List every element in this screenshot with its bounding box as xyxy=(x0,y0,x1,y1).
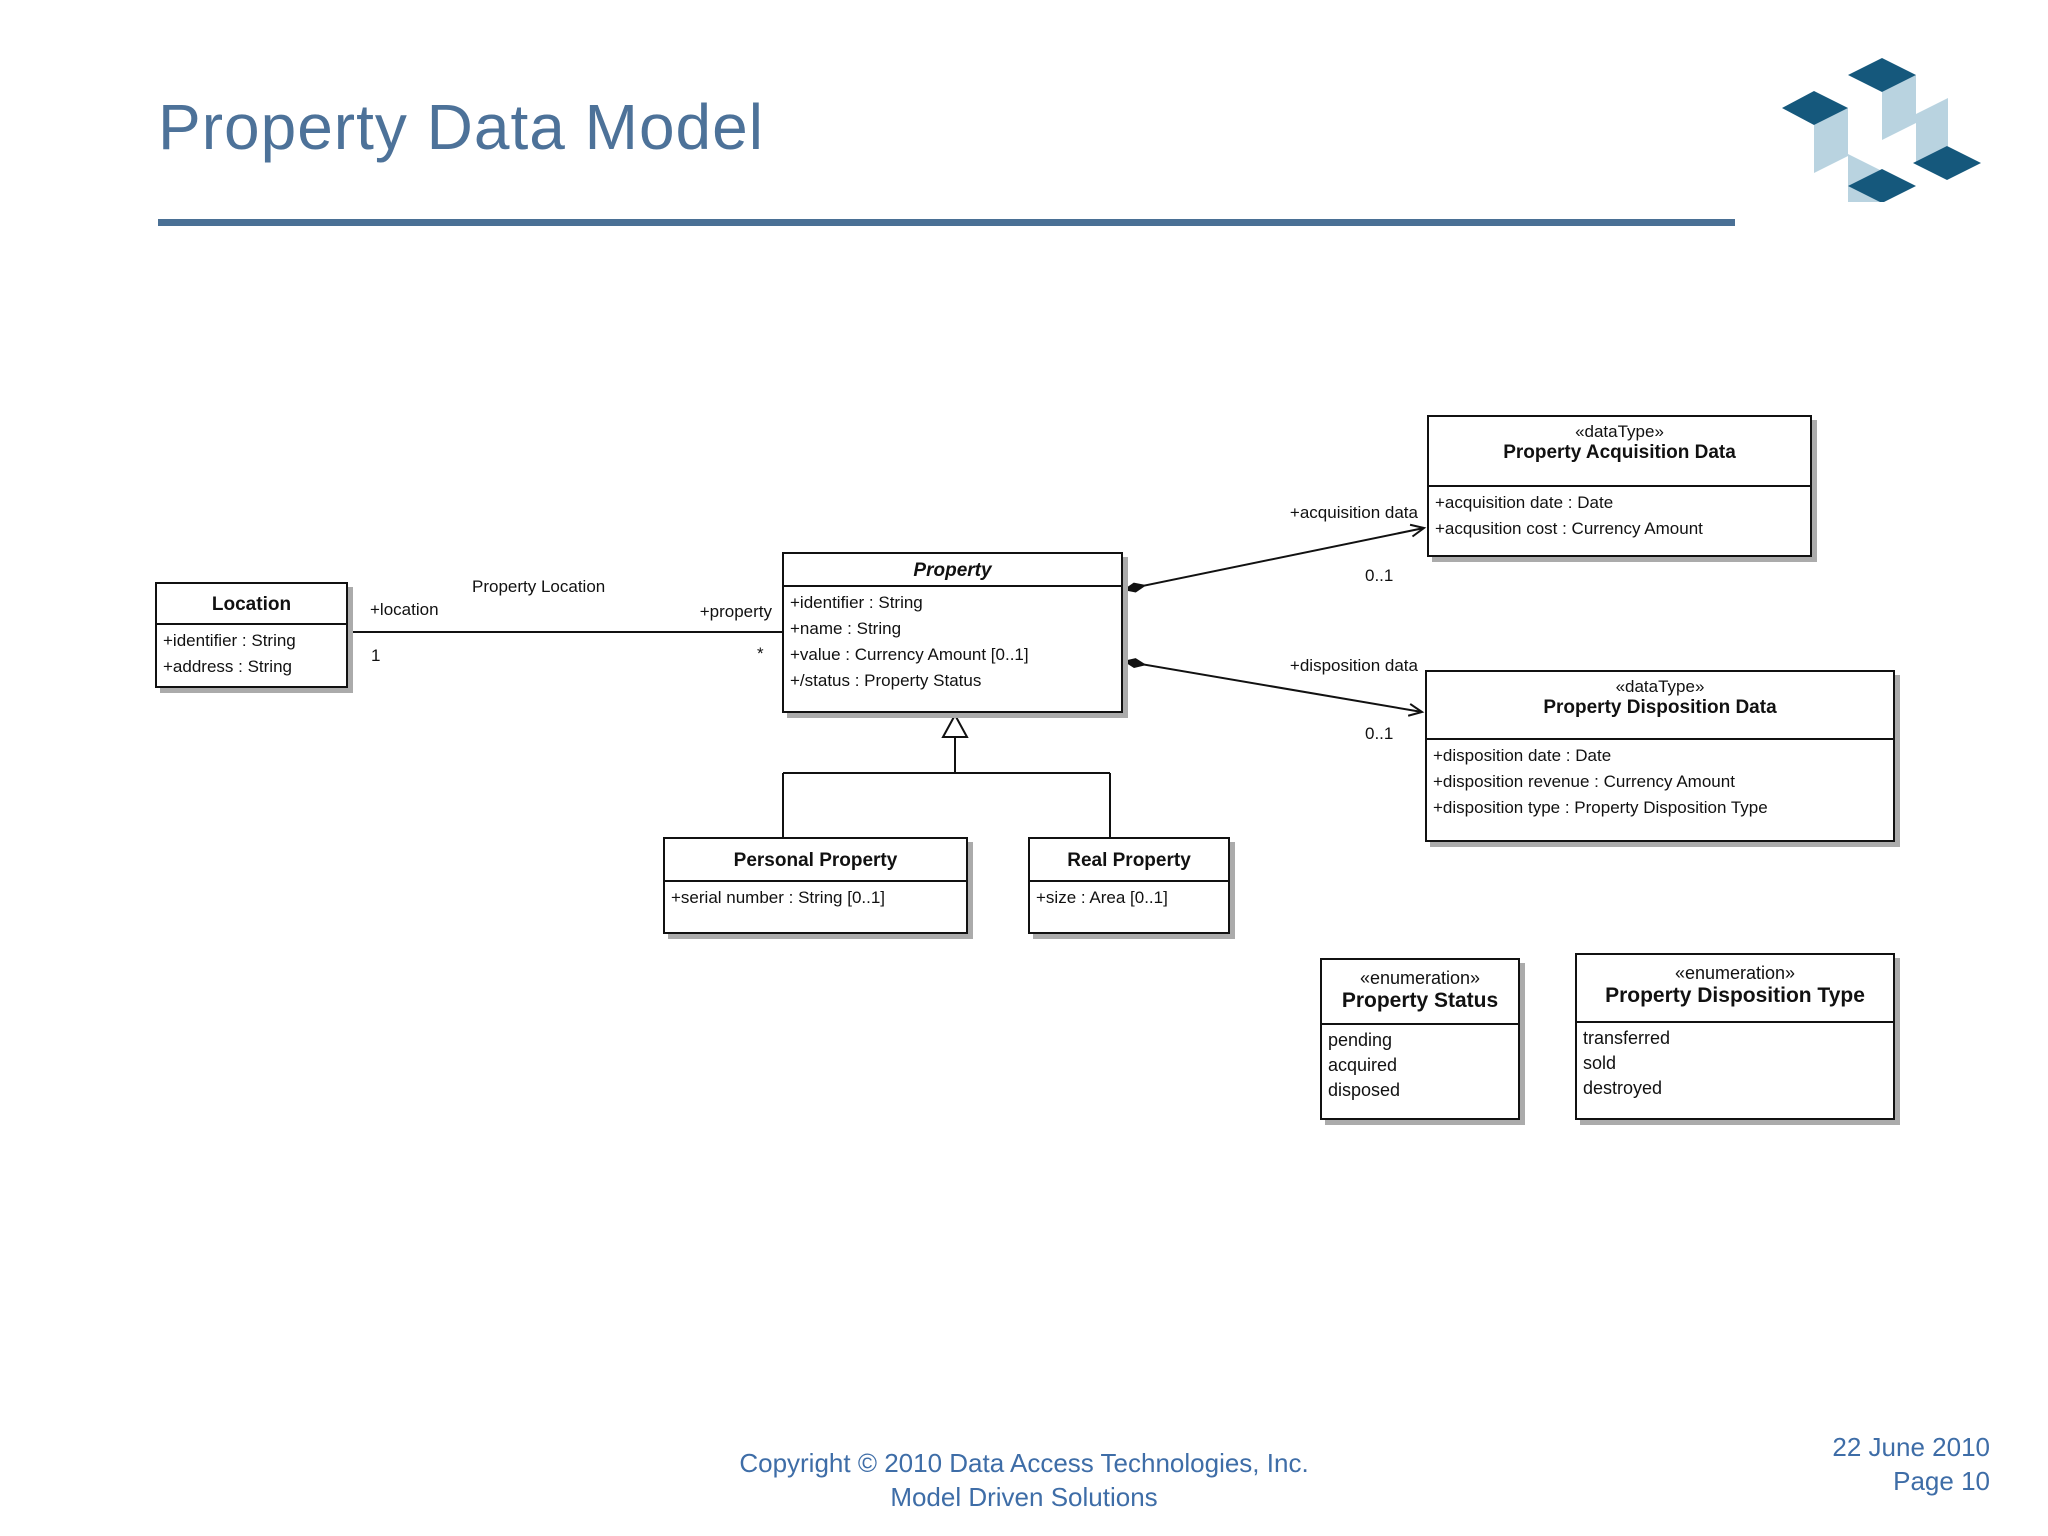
enum-box-property-status: «enumeration» Property Status pending ac… xyxy=(1320,958,1520,1120)
enum-stereotype: «enumeration» xyxy=(1359,968,1481,988)
class-name: Location xyxy=(211,594,292,615)
footer-copyright-line: Copyright © 2010 Data Access Technologie… xyxy=(739,1448,1309,1478)
enum-name: Property Status xyxy=(1341,989,1499,1012)
enum-box-property-disposition-type: «enumeration» Property Disposition Type … xyxy=(1575,953,1895,1120)
footer-date: 22 June 2010 xyxy=(1832,1432,1990,1462)
role-disposition-data: +disposition data xyxy=(1289,656,1418,675)
company-logo-icon xyxy=(1782,58,1981,202)
class-attribute: +serial number : String [0..1] xyxy=(671,888,886,907)
enum-literal: pending xyxy=(1328,1030,1393,1050)
enum-literal: disposed xyxy=(1328,1080,1401,1100)
class-attribute: +disposition date : Date xyxy=(1433,746,1612,765)
role-property: +property xyxy=(699,602,772,621)
footer-organization-line: Model Driven Solutions xyxy=(890,1482,1158,1512)
class-box-real-property: Real Property +size : Area [0..1] xyxy=(1028,837,1230,934)
class-attribute: +disposition revenue : Currency Amount xyxy=(1433,772,1735,791)
title-underline xyxy=(158,219,1735,226)
class-attribute: +identifier : String xyxy=(790,593,923,612)
class-attribute: +identifier : String xyxy=(163,631,296,650)
class-box-property-disposition-data: «dataType» Property Disposition Data +di… xyxy=(1425,670,1895,842)
footer-copyright: Copyright © 2010 Data Access Technologie… xyxy=(512,1446,1536,1514)
class-name: Property Disposition Data xyxy=(1543,697,1777,718)
multiplicity-acquisition-data: 0..1 xyxy=(1365,566,1394,585)
class-attribute: +acquisition date : Date xyxy=(1435,493,1614,512)
class-attribute: +acqusition cost : Currency Amount xyxy=(1435,519,1703,538)
class-box-property-acquisition-data: «dataType» Property Acquisition Data +ac… xyxy=(1427,415,1812,557)
enum-literal: destroyed xyxy=(1583,1078,1663,1098)
enum-name: Property Disposition Type xyxy=(1605,984,1865,1007)
class-name: Property xyxy=(913,560,992,581)
role-acquisition-data: +acquisition data xyxy=(1289,503,1418,522)
page-title: Property Data Model xyxy=(158,91,764,163)
generalization-triangle-icon xyxy=(941,712,969,738)
association-name-property-location: Property Location xyxy=(472,577,606,596)
class-box-personal-property: Personal Property +serial number : Strin… xyxy=(663,837,968,934)
class-name: Property Acquisition Data xyxy=(1503,442,1736,463)
class-attribute: +value : Currency Amount [0..1] xyxy=(790,645,1029,664)
role-location: +location xyxy=(370,600,439,619)
class-stereotype: «dataType» xyxy=(1615,677,1705,696)
class-attribute: +size : Area [0..1] xyxy=(1036,888,1168,907)
class-box-location: Location +identifier : String +address :… xyxy=(155,582,348,688)
class-attribute: +address : String xyxy=(163,657,292,676)
enum-stereotype: «enumeration» xyxy=(1674,963,1796,983)
edge-disposition-data xyxy=(1122,658,1425,717)
multiplicity-property: * xyxy=(757,644,764,663)
multiplicity-location: 1 xyxy=(371,646,381,665)
class-attribute: +disposition type : Property Disposition… xyxy=(1433,798,1768,817)
class-name: Personal Property xyxy=(733,850,898,871)
class-attribute: +name : String xyxy=(790,619,902,638)
class-box-property: Property +identifier : String +name : St… xyxy=(782,552,1123,713)
enum-literal: acquired xyxy=(1328,1055,1398,1075)
footer-page-number: Page 10 xyxy=(1893,1466,1990,1496)
enum-literal: sold xyxy=(1583,1053,1617,1073)
footer-date-page: 22 June 2010 Page 10 xyxy=(1832,1430,1990,1498)
class-name: Real Property xyxy=(1067,850,1191,871)
edge-acquisition-data xyxy=(1122,523,1427,593)
class-attribute: +/status : Property Status xyxy=(790,671,982,690)
class-stereotype: «dataType» xyxy=(1575,422,1664,441)
enum-literal: transferred xyxy=(1583,1028,1671,1048)
multiplicity-disposition-data: 0..1 xyxy=(1365,724,1394,743)
